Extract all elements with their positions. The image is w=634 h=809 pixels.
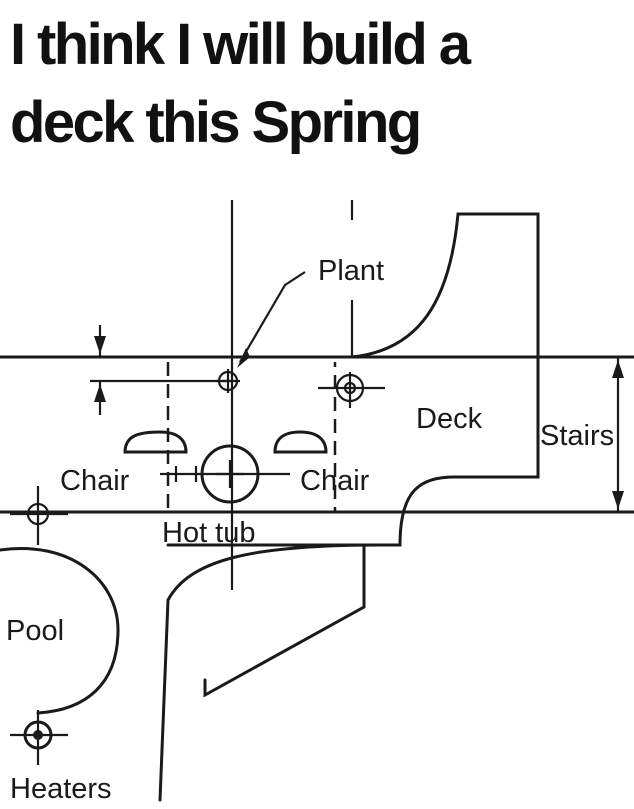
left-dimension-arrows	[94, 325, 106, 415]
deck-label: Deck	[416, 403, 483, 435]
deck-plan-drawing: Plant Deck Stairs Chair Chair Hot tub Po…	[0, 200, 634, 805]
hot-tub-icon	[160, 444, 290, 504]
crosshair-marker-icon	[10, 486, 68, 545]
fixture-marker-icon	[318, 372, 385, 408]
chair-right-icon	[273, 430, 328, 454]
caption-line-1: I think I will build a	[10, 12, 471, 77]
pool-outline	[0, 547, 120, 715]
stairs-dimension	[612, 355, 634, 512]
plant-marker-icon	[216, 271, 306, 393]
hot-tub-label: Hot tub	[162, 517, 256, 549]
heaters-label: Heaters	[10, 773, 112, 805]
deck-outline	[166, 212, 540, 547]
hot-tub-enclosure	[166, 362, 337, 514]
caption-line-2: deck this Spring	[10, 90, 422, 155]
chair-right-label: Chair	[300, 465, 370, 497]
chair-left-icon	[123, 430, 188, 454]
chair-left-label: Chair	[60, 465, 130, 497]
plant-label: Plant	[318, 255, 384, 287]
meme-caption: I think I will build a deck this Spring	[10, 6, 630, 162]
walkway-outline	[158, 543, 382, 802]
heaters-marker-icon	[10, 710, 68, 765]
reference-lines	[0, 200, 634, 590]
stairs-label: Stairs	[540, 420, 614, 452]
pool-label: Pool	[6, 615, 64, 647]
